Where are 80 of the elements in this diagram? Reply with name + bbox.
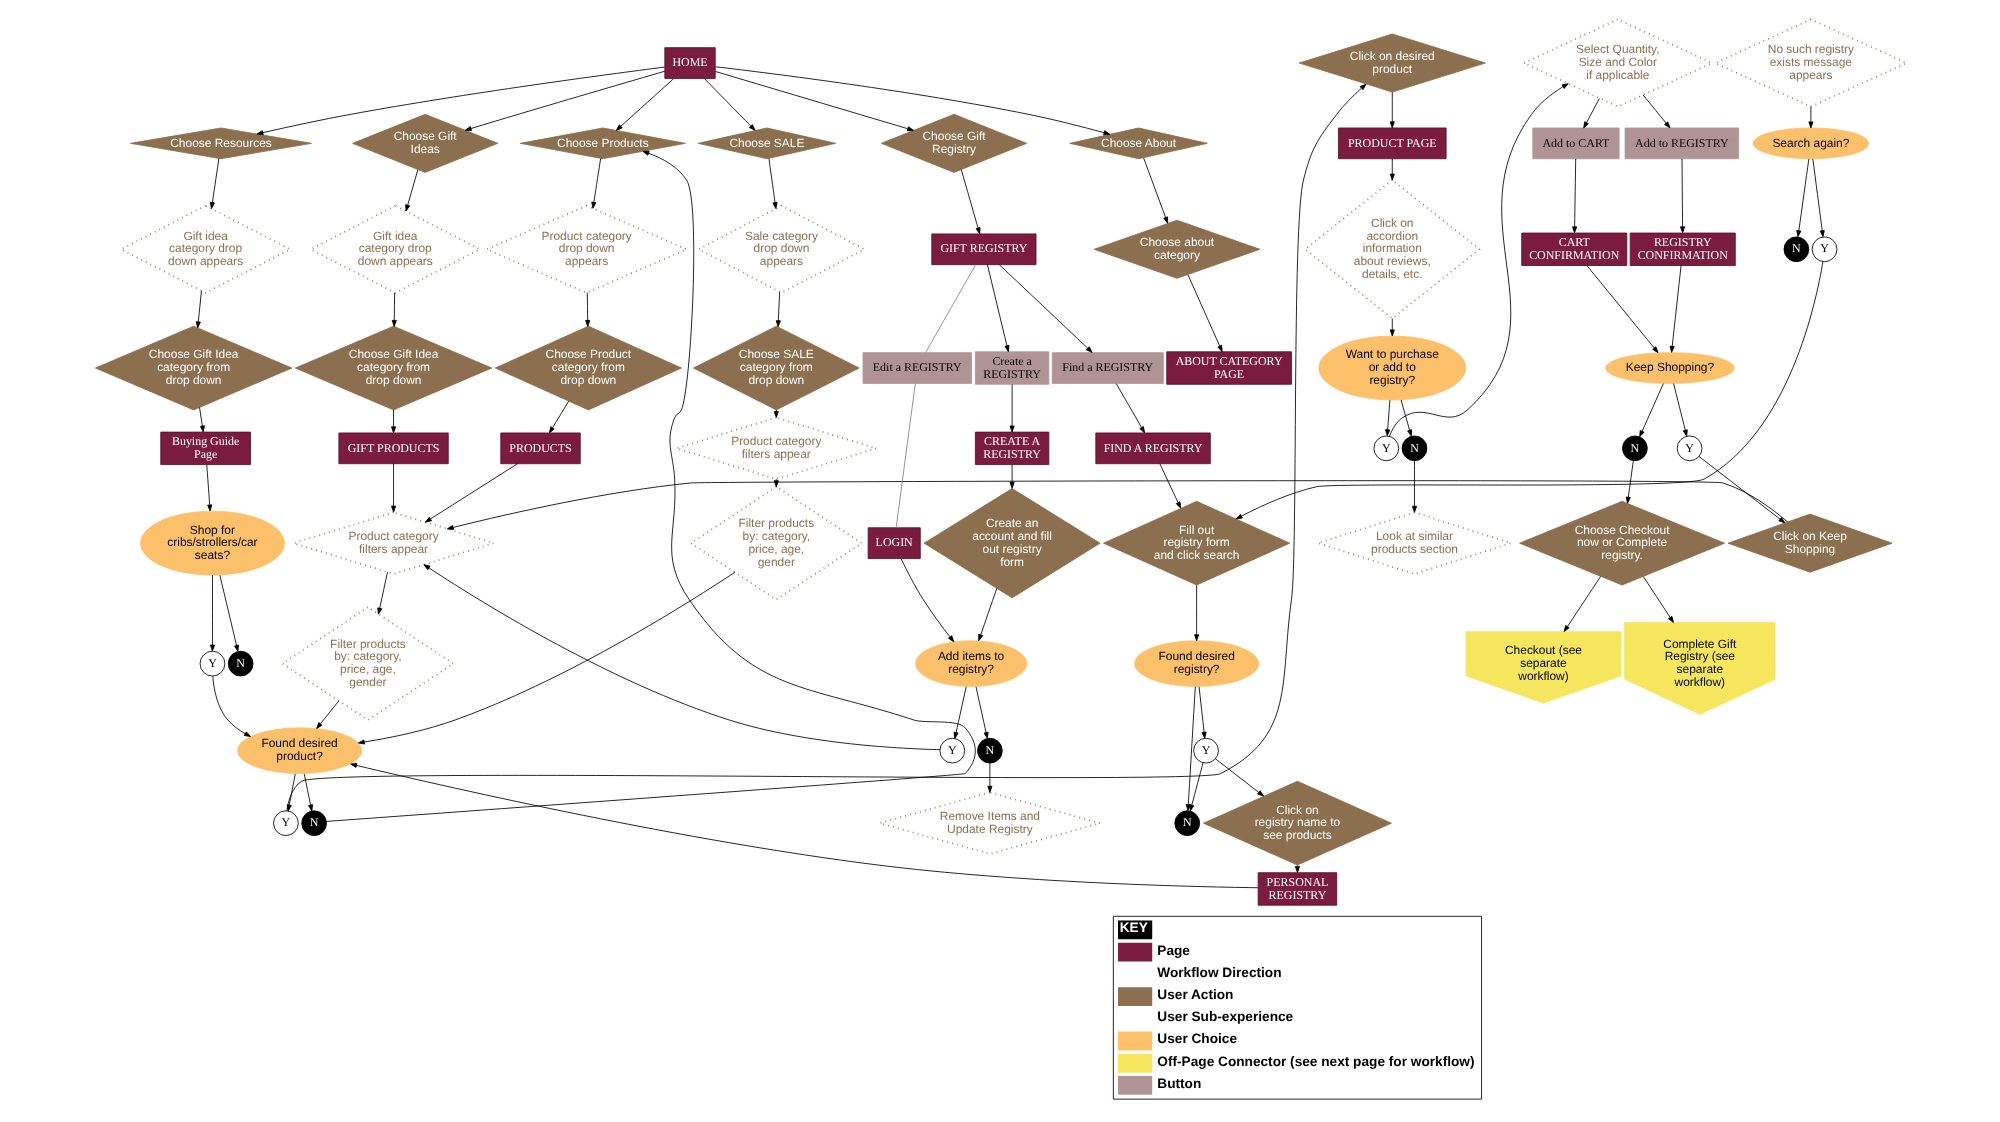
arrow — [899, 558, 954, 643]
arrow — [1188, 762, 1203, 812]
arrow — [959, 169, 980, 235]
arrow — [1293, 864, 1299, 873]
arrow — [774, 291, 780, 328]
arrow — [1388, 91, 1394, 129]
connector — [924, 264, 976, 353]
arrow — [772, 409, 778, 418]
arrow — [194, 290, 201, 329]
arrow — [390, 463, 396, 513]
arrow — [1234, 261, 1823, 520]
arrow — [1795, 158, 1809, 238]
arrow — [255, 66, 664, 136]
arrow — [986, 762, 992, 793]
arrow — [422, 564, 940, 751]
arrow — [1562, 576, 1601, 632]
arrow — [1668, 265, 1681, 353]
arrow — [1399, 399, 1412, 437]
arrow — [463, 70, 665, 131]
arrow — [1585, 265, 1658, 354]
arrow — [198, 407, 204, 433]
arrow — [211, 675, 250, 737]
arrow — [1410, 460, 1416, 513]
arrow — [325, 150, 975, 822]
arrow — [390, 409, 396, 434]
arrow — [1641, 576, 1673, 623]
arrow — [1388, 318, 1394, 337]
arrow — [1697, 456, 1785, 524]
arrow — [997, 264, 1092, 353]
arrow — [952, 686, 966, 739]
arrow — [614, 78, 674, 131]
arrow — [349, 762, 1258, 889]
arrow — [1571, 158, 1577, 234]
arrow — [390, 292, 396, 327]
arrow — [772, 478, 778, 488]
arrow — [285, 773, 295, 812]
arrow — [315, 700, 339, 729]
arrow — [1388, 158, 1394, 181]
arrow — [714, 66, 1110, 136]
arrow — [1114, 383, 1144, 434]
arrow — [1384, 399, 1390, 437]
arrow — [1184, 686, 1195, 811]
arrow — [1679, 158, 1685, 234]
arrow — [1008, 464, 1014, 489]
arrow — [713, 71, 914, 132]
arrow — [1193, 584, 1199, 642]
arrow — [1811, 158, 1824, 238]
arrow — [376, 571, 387, 615]
arrow — [1197, 686, 1206, 739]
arrow — [1582, 97, 1599, 129]
arrow — [218, 574, 238, 652]
arrow — [445, 480, 1788, 530]
arrow — [1186, 274, 1222, 353]
arrow — [356, 571, 735, 745]
arrow — [767, 158, 777, 209]
arrow — [703, 78, 755, 131]
arrow — [208, 158, 219, 209]
arrow — [423, 463, 517, 523]
arrow — [208, 574, 214, 652]
connector — [894, 383, 915, 528]
arrow — [404, 169, 418, 212]
arrow — [1388, 83, 1568, 437]
arrow — [974, 686, 988, 739]
arrow — [1158, 463, 1181, 509]
arrow — [1624, 460, 1633, 504]
arrow — [285, 83, 1366, 812]
arrow — [1214, 758, 1263, 797]
arrow — [584, 292, 590, 327]
arrow — [977, 588, 997, 642]
arrow — [1641, 94, 1670, 129]
arrow — [547, 400, 569, 434]
arrow — [1142, 157, 1168, 224]
arrow — [1008, 384, 1014, 433]
arrow — [986, 264, 1009, 353]
arrow — [1807, 106, 1813, 129]
arrow — [1638, 383, 1663, 438]
arrow — [302, 773, 313, 812]
arrow — [205, 464, 212, 512]
arrow — [1672, 383, 1687, 437]
arrow — [590, 158, 601, 209]
